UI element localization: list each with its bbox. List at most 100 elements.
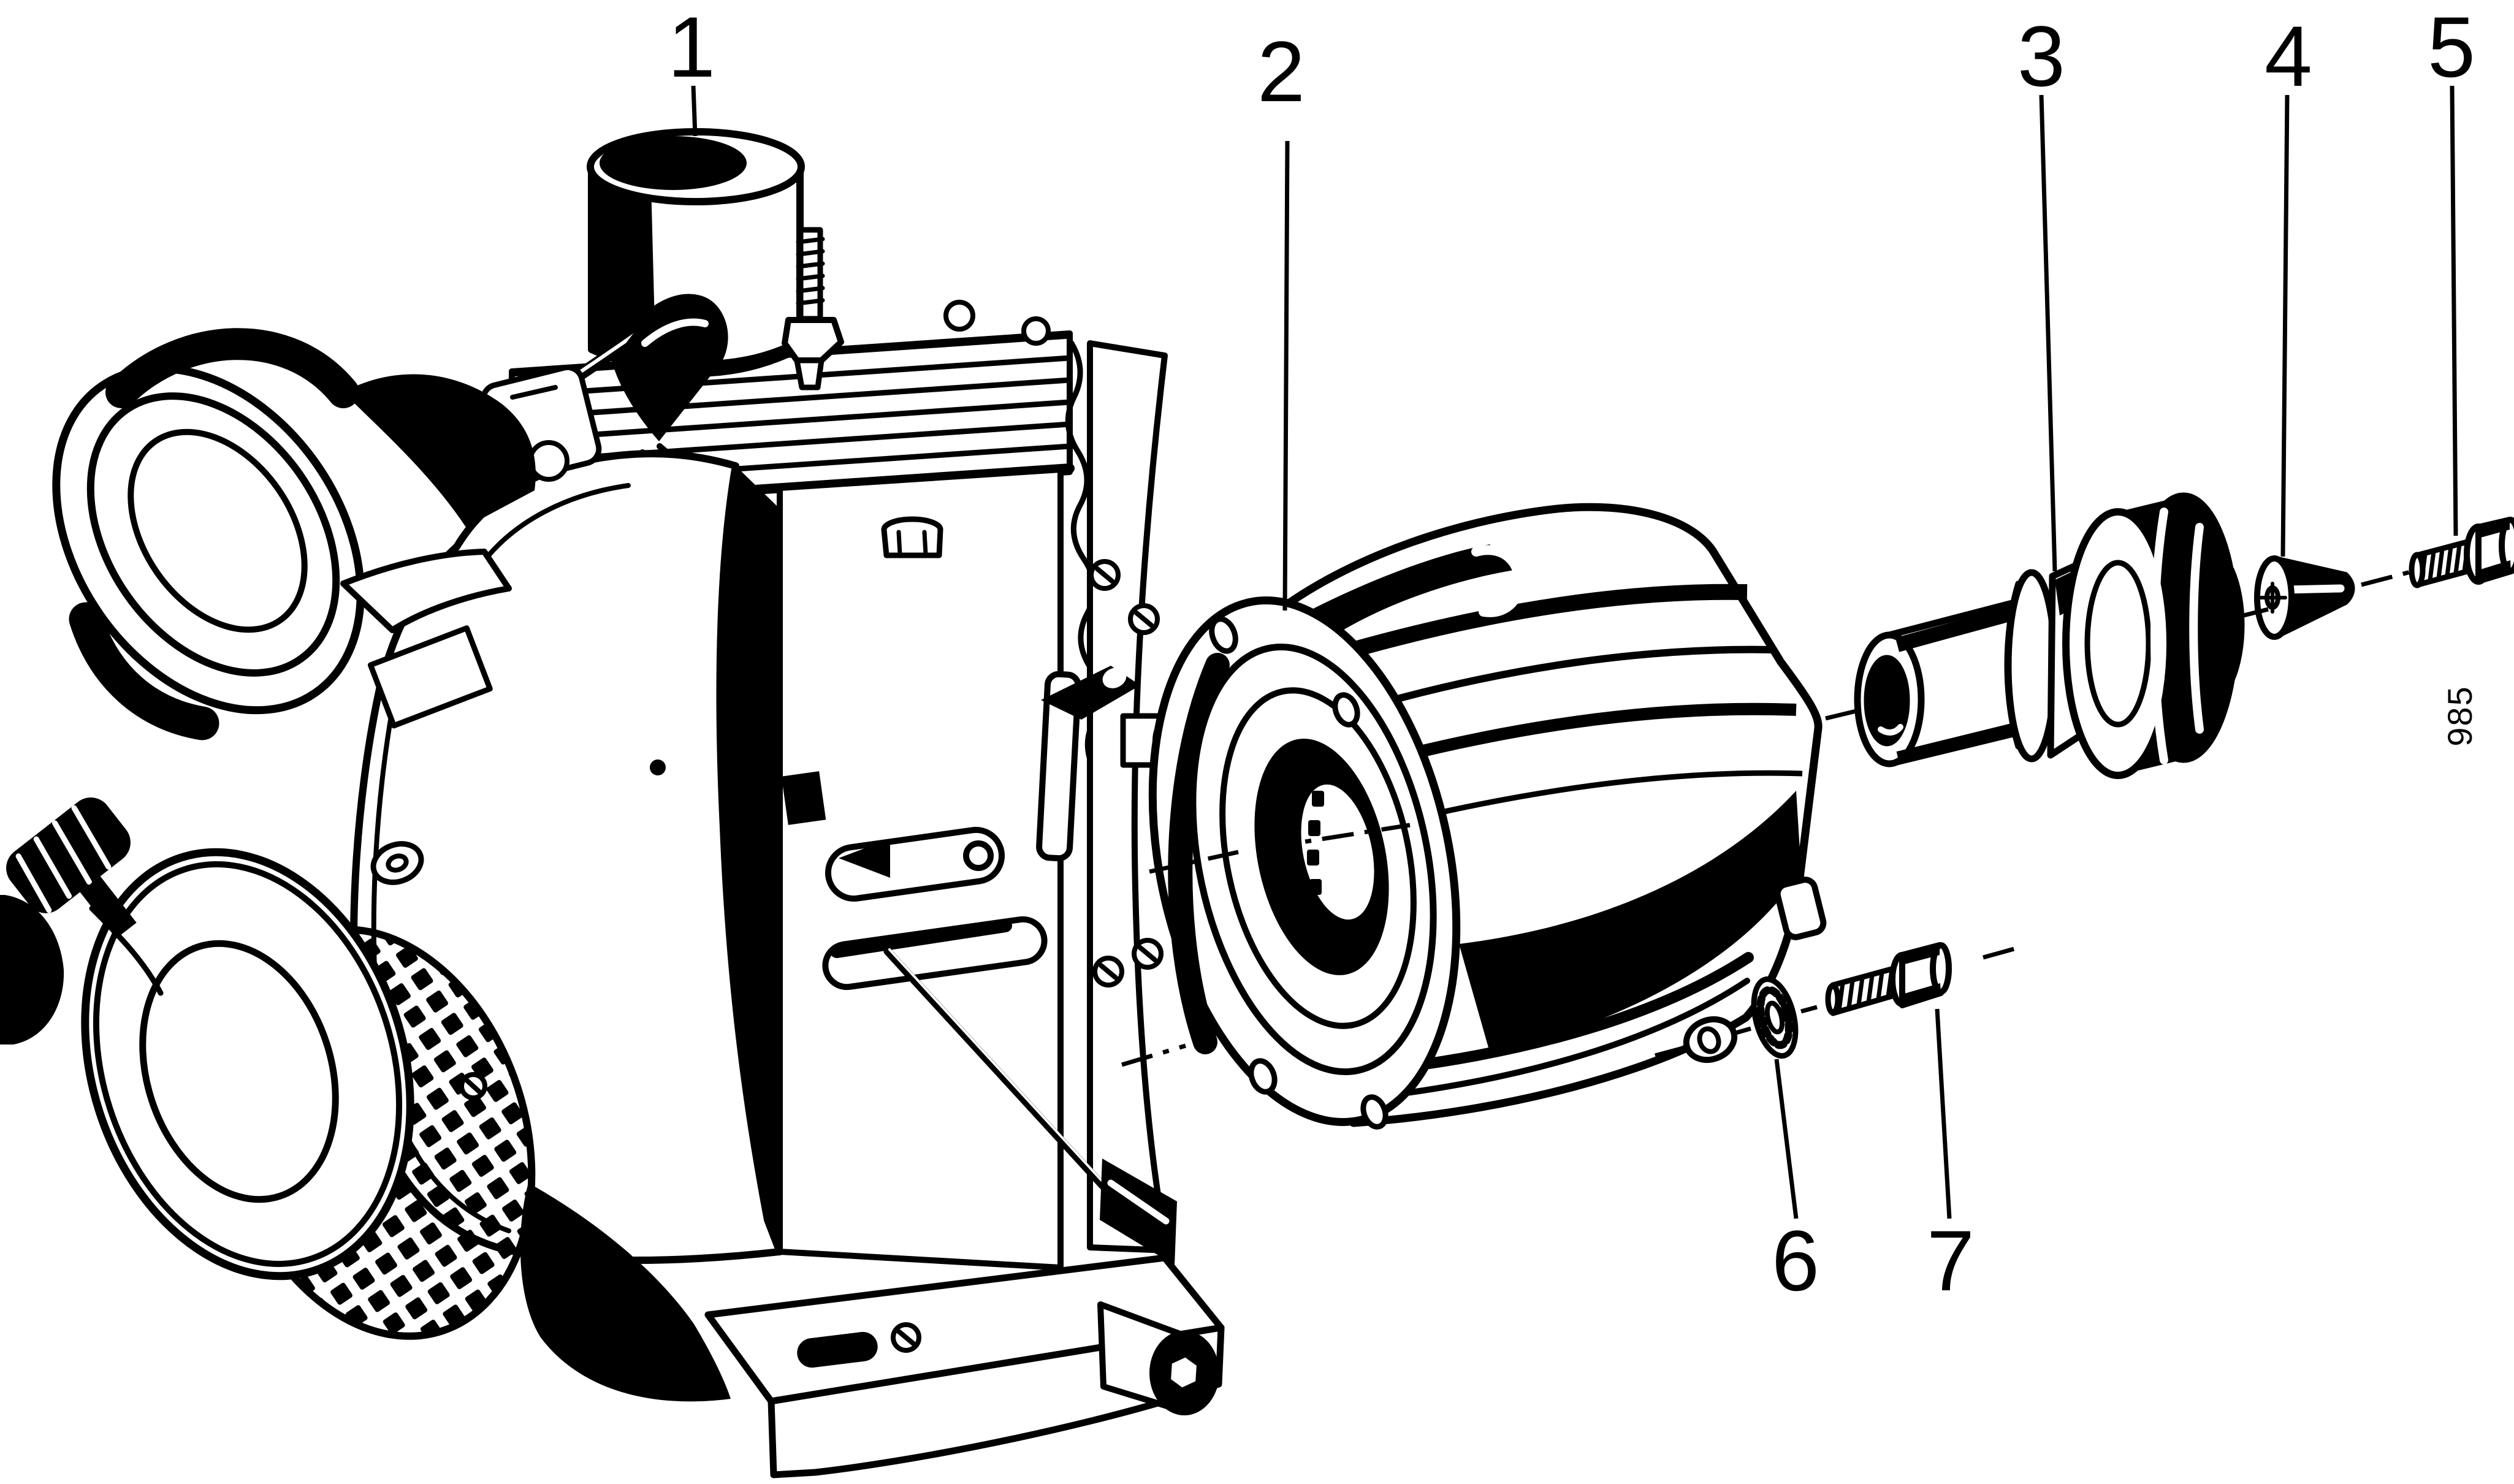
canister-lid-ring [128,428,308,633]
callout-6: 6 [1772,1059,1819,1309]
housing-skirt-lines [1370,952,1754,1100]
main-axis-seg-engine-gap [1149,850,1239,874]
main-axis-seg-bore [1262,823,1411,851]
flange-ear-holes [1209,616,1388,1130]
coupling-hub-part3 [1854,492,2245,779]
housing-top-dark-wedge [1287,544,1514,651]
tube-bottom-shade [1896,723,2013,759]
lower-axis-seg-after-bolt [1983,944,2024,960]
bearing-plate-bolts [1089,559,1164,987]
base-bolt [891,1322,921,1353]
canister-top-dark-band [105,328,359,408]
governor-bracket [1036,666,1140,862]
bolt7-tip [1825,983,1841,1016]
bolt5-tip [2409,552,2426,588]
hex-bolt-part5 [2409,517,2514,588]
cone-body-highlight [2282,584,2345,594]
spark-plug [782,227,844,390]
callout-7: 7 [1927,1008,1975,1309]
governor-rod-highlight [888,948,1110,1190]
lock-washer-part6 [1751,976,1799,1059]
canister-neck [340,549,512,633]
crankcase-slot-lower [822,916,1048,991]
callouts: 1 2 3 4 5 6 7 [668,0,2475,1309]
engine-assembly [0,128,1225,1478]
shroud-label-plate [367,625,493,729]
boot-highlight [641,318,709,347]
callout-3: 3 [2017,8,2065,572]
base-slot [797,1331,878,1368]
callout-3-label: 3 [2017,8,2065,104]
bolt7-head-dark-bottom [1902,983,1941,1005]
figure-code: 985 [2440,685,2479,746]
callout-4-label: 4 [2265,8,2312,104]
clamping-cone-part4 [2254,555,2355,640]
bolt7-head-end [1930,942,1952,995]
callout-3-leader [2039,94,2057,572]
shroud-rivet-dot [650,759,666,775]
callout-5-leader [2450,85,2458,536]
oil-filler-cap [881,516,943,558]
lower-axis-seg-washer-bolt [1800,1005,1818,1014]
main-axis-seg-cone-to-bolt [2361,569,2413,587]
grip-stem [80,876,137,939]
crankcase-slot-upper [825,826,1005,902]
plug-thread-ticks [796,237,825,306]
starter-mount-tab [370,841,424,885]
cone-crosshair [2259,582,2287,614]
starter-recess [139,940,339,1203]
washer-serrations [1756,986,1793,1049]
flange-left-dark-rim [1168,653,1230,1054]
callout-1: 1 [668,0,715,137]
canister-band-ring [86,392,340,677]
bowtie-slit [1107,1179,1170,1225]
canister-lower-dark-crescent [69,602,219,740]
engine-base [704,1254,1225,1478]
tube-top-shade [1895,606,2016,652]
bolt5-head-dark-bottom [2478,560,2511,581]
governor-linkage [883,947,1177,1265]
crankcase-dark-patch [781,771,826,825]
housing-lower-dark [1459,791,1801,1052]
main-axis-seg-housing-to-hub [1825,709,1857,721]
plug-base [794,357,825,390]
cone-body [2272,556,2355,639]
housing-back-tab [1774,877,1827,940]
callout-5: 5 [2428,0,2475,536]
main-axis-seg-hub-to-cone [2238,607,2269,619]
grip-bracket [0,895,64,1045]
callout-5-label: 5 [2428,0,2475,95]
callout-2-leader [1282,140,1290,611]
grip-hatching [15,805,112,913]
callout-2: 2 [1257,23,1305,611]
callout-4-leader [2280,94,2290,557]
foot-hex-bolt [1166,1352,1202,1393]
starter-rope [89,905,164,996]
shroud-right-shadow [720,466,780,1252]
hub-collar-inner [2004,580,2021,750]
callout-1-leader [691,85,698,137]
flange-face-ring [2084,560,2152,728]
callout-7-leader [1935,1008,1952,1219]
hub-bore [1864,655,1910,747]
flange-band-highlights [2150,508,2204,764]
under-shroud-shadow [520,1183,731,1402]
callout-6-leader [1774,1059,1799,1219]
starter-band-screw [459,1072,487,1100]
hub-bore-highlight [1878,724,1903,736]
housing-streaks [1346,584,1803,820]
hex-bolt-part7 [1825,942,1952,1016]
head-top-bolts [943,300,1051,346]
callout-1-label: 1 [668,0,715,95]
governor-rod [883,947,1111,1195]
housing-keyhole-notch [1471,545,1525,617]
callout-4: 4 [2265,8,2312,557]
muffler-opening [600,136,747,190]
air-cleaner [52,328,536,740]
bore-splines [1307,791,1327,923]
lower-axis-seg-engine [1121,1043,1186,1067]
recoil-starter [81,841,536,1340]
generator-housing-part2 [1148,503,1827,1130]
